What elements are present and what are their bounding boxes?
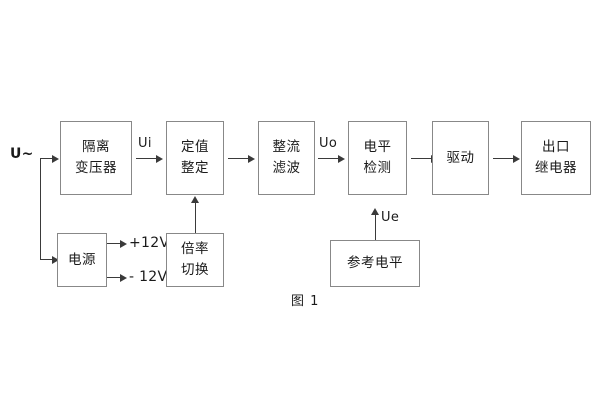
block-rectify-filter-line2: 滤波: [272, 160, 301, 176]
block-level-detect: 电平 检测: [348, 121, 407, 195]
reference-to-level-line: [374, 213, 376, 240]
ui-arrow-icon: [156, 154, 163, 163]
rail-negative-label: - 12V: [129, 269, 168, 285]
block-multiplier-switch: 倍率 切换: [166, 233, 224, 287]
signal-ue-label: Ue: [381, 210, 400, 225]
block-setting-value: 定值 整定: [166, 121, 224, 195]
drive-to-relay-line: [493, 158, 515, 159]
block-isolation-transformer-line1: 隔离: [82, 139, 110, 156]
block-isolation-transformer-line2: 变压器: [75, 160, 117, 176]
signal-ui-label: Ui: [138, 136, 152, 151]
uo-arrow-icon: [338, 154, 345, 163]
block-setting-value-line2: 整定: [181, 160, 209, 176]
block-power-supply: 电源: [57, 233, 107, 287]
setting-to-rectify-line: [228, 158, 250, 159]
level-to-drive-line: [411, 158, 433, 159]
block-rectify-filter-line1: 整流: [272, 139, 301, 156]
setting-to-rectify-arrow-icon: [248, 154, 255, 163]
block-output-relay: 出口 继电器: [521, 121, 591, 195]
feed-power-line: [40, 259, 54, 260]
rail-positive-arrow-icon: [120, 239, 127, 248]
feed-power-arrow-icon: [52, 255, 59, 264]
multiplier-to-setting-arrow-icon: [191, 196, 199, 203]
uo-arrow-line: [318, 158, 340, 159]
block-drive: 驱动: [432, 121, 489, 195]
feed-transformer-line: [40, 158, 54, 159]
block-multiplier-switch-line1: 倍率: [181, 241, 209, 258]
block-level-detect-line1: 电平: [363, 139, 392, 156]
block-setting-value-line1: 定值: [181, 139, 209, 156]
block-rectify-filter: 整流 滤波: [258, 121, 315, 195]
block-level-detect-line2: 检测: [363, 160, 392, 176]
multiplier-to-setting-line: [194, 201, 196, 233]
feed-transformer-arrow-icon: [52, 154, 59, 163]
block-power-supply-line1: 电源: [68, 251, 96, 268]
rail-positive-line: [107, 243, 123, 244]
input-source-label: U~: [10, 146, 34, 162]
figure-caption: 图 1: [291, 294, 320, 309]
block-isolation-transformer: 隔离 变压器: [60, 121, 132, 195]
drive-to-relay-arrow-icon: [513, 154, 520, 163]
block-output-relay-line2: 继电器: [535, 160, 577, 176]
rail-positive-label: +12V: [129, 235, 170, 251]
input-trunk-line: [40, 158, 41, 259]
block-reference-level: 参考电平: [330, 240, 420, 287]
rail-negative-arrow-icon: [120, 273, 127, 282]
block-output-relay-line1: 出口: [542, 139, 570, 156]
block-multiplier-switch-line2: 切换: [181, 262, 209, 278]
reference-to-level-arrow-icon: [371, 208, 379, 215]
rail-negative-line: [107, 277, 123, 278]
block-reference-level-line1: 参考电平: [347, 255, 403, 272]
ui-arrow-line: [136, 158, 158, 159]
block-drive-line1: 驱动: [446, 149, 475, 166]
signal-uo-label: Uo: [319, 136, 338, 151]
